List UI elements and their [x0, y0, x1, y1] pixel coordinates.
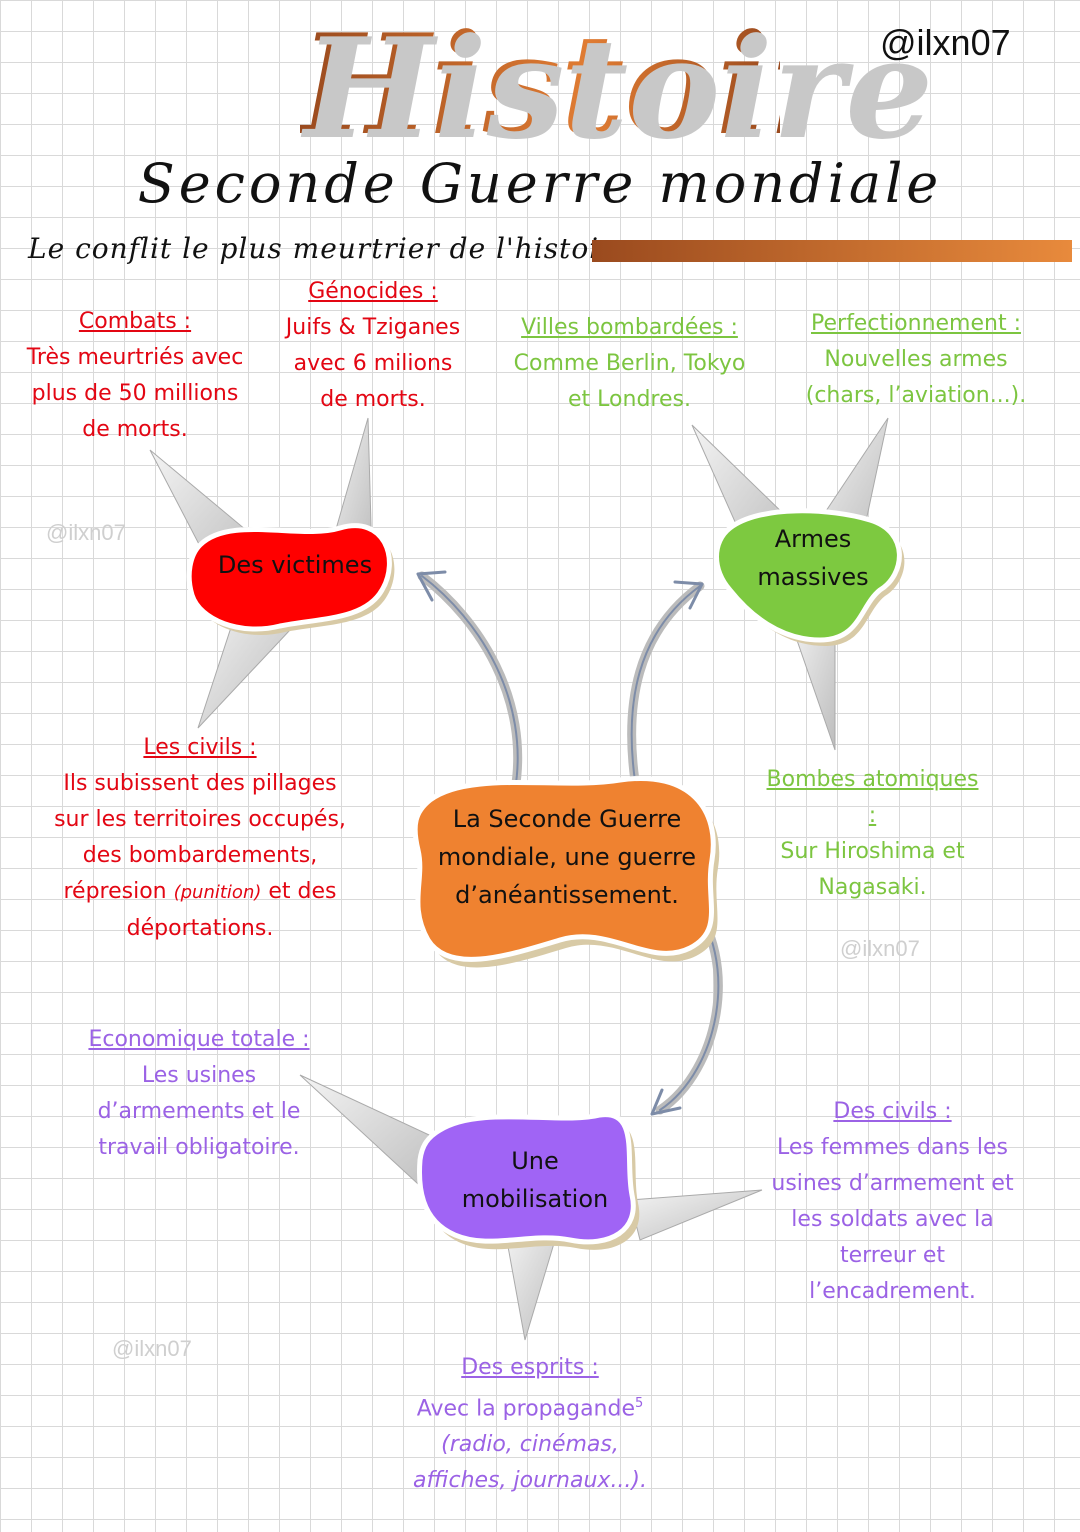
author-handle: @ilxn07 — [880, 22, 1011, 63]
note-bombes-heading: Bombes atomiques : — [766, 767, 979, 828]
note-esprits-italic: (radio, cinémas, affiches, journaux...). — [413, 1432, 647, 1494]
note-genocides: Génocides : Juifs & Tziganes avec 6 mili… — [278, 274, 468, 418]
node-armes-shape — [714, 508, 905, 646]
note-civils-mobilisation-body: Les femmes dans les usines d’armement et… — [771, 1135, 1014, 1304]
spike-civils-mobilisation — [629, 1189, 763, 1241]
note-villes: Villes bombardées : Comme Berlin, Tokyo … — [512, 310, 747, 418]
watermark: @ilxn07 — [112, 1336, 192, 1361]
note-esprits-heading: Des esprits : — [461, 1355, 599, 1380]
node-center-shape — [412, 776, 720, 968]
watermark: @ilxn07 — [840, 936, 920, 961]
note-economique: Economique totale : Les usines d’armemen… — [80, 1022, 318, 1166]
note-esprits: Des esprits : Avec la propagande5 (radio… — [405, 1350, 655, 1499]
node-armes-label: Armes massives — [757, 525, 869, 591]
note-civils-victimes: Les civils : Ils subissent des pillages … — [50, 730, 350, 947]
note-esprits-body: Avec la propagande — [416, 1396, 636, 1422]
node-victimes-shape — [186, 523, 395, 636]
note-civils-victimes-heading: Les civils : — [143, 735, 257, 760]
node-center-label: La Seconde Guerre mondiale, une guerre d… — [437, 805, 697, 909]
note-economique-heading: Economique totale : — [88, 1027, 310, 1052]
note-esprits-footnote: 5 — [635, 1396, 644, 1411]
note-genocides-heading: Génocides : — [308, 279, 438, 304]
note-genocides-body: Juifs & Tziganes avec 6 milions de morts… — [285, 315, 461, 412]
note-villes-body: Comme Berlin, Tokyo et Londres. — [513, 351, 746, 412]
tagline: Le conflit le plus meurtrier de l'histoi… — [28, 232, 632, 265]
note-combats-heading: Combats : — [78, 309, 192, 334]
note-civils-mobilisation: Des civils : Les femmes dans les usines … — [770, 1094, 1015, 1310]
watermark: @ilxn07 — [46, 520, 126, 545]
note-civils-mobilisation-heading: Des civils : — [833, 1099, 952, 1124]
node-victimes-label: Des victimes — [217, 551, 373, 579]
node-mobilisation-label: Une mobilisation — [461, 1147, 609, 1213]
note-perfectionnement: Perfectionnement : Nouvelles armes (char… — [785, 306, 1047, 414]
note-bombes: Bombes atomiques : Sur Hiroshima et Naga… — [760, 762, 985, 906]
note-combats: Combats : Très meurtriés avec plus de 50… — [20, 304, 250, 448]
node-mobilisation-shape — [417, 1112, 640, 1250]
note-perfectionnement-heading: Perfectionnement : — [811, 311, 1021, 336]
note-bombes-body: Sur Hiroshima et Nagasaki. — [780, 839, 965, 900]
note-combats-body: Très meurtriés avec plus de 50 millions … — [26, 345, 244, 442]
note-villes-heading: Villes bombardées : — [521, 315, 738, 340]
note-civils-victimes-end: et des déportations. — [126, 879, 337, 941]
note-civils-victimes-italic: (punition) — [173, 882, 262, 903]
page-title: Histoire — [300, 3, 930, 166]
note-economique-body: Les usines d’armements et le travail obl… — [97, 1063, 301, 1160]
note-civils-victimes-body: Ils subissent des pillages sur les terri… — [54, 771, 346, 904]
note-perfectionnement-body: Nouvelles armes (chars, l’aviation...). — [805, 347, 1027, 408]
page-subtitle: Seconde Guerre mondiale — [137, 152, 943, 215]
tagline-bar — [592, 240, 1072, 262]
